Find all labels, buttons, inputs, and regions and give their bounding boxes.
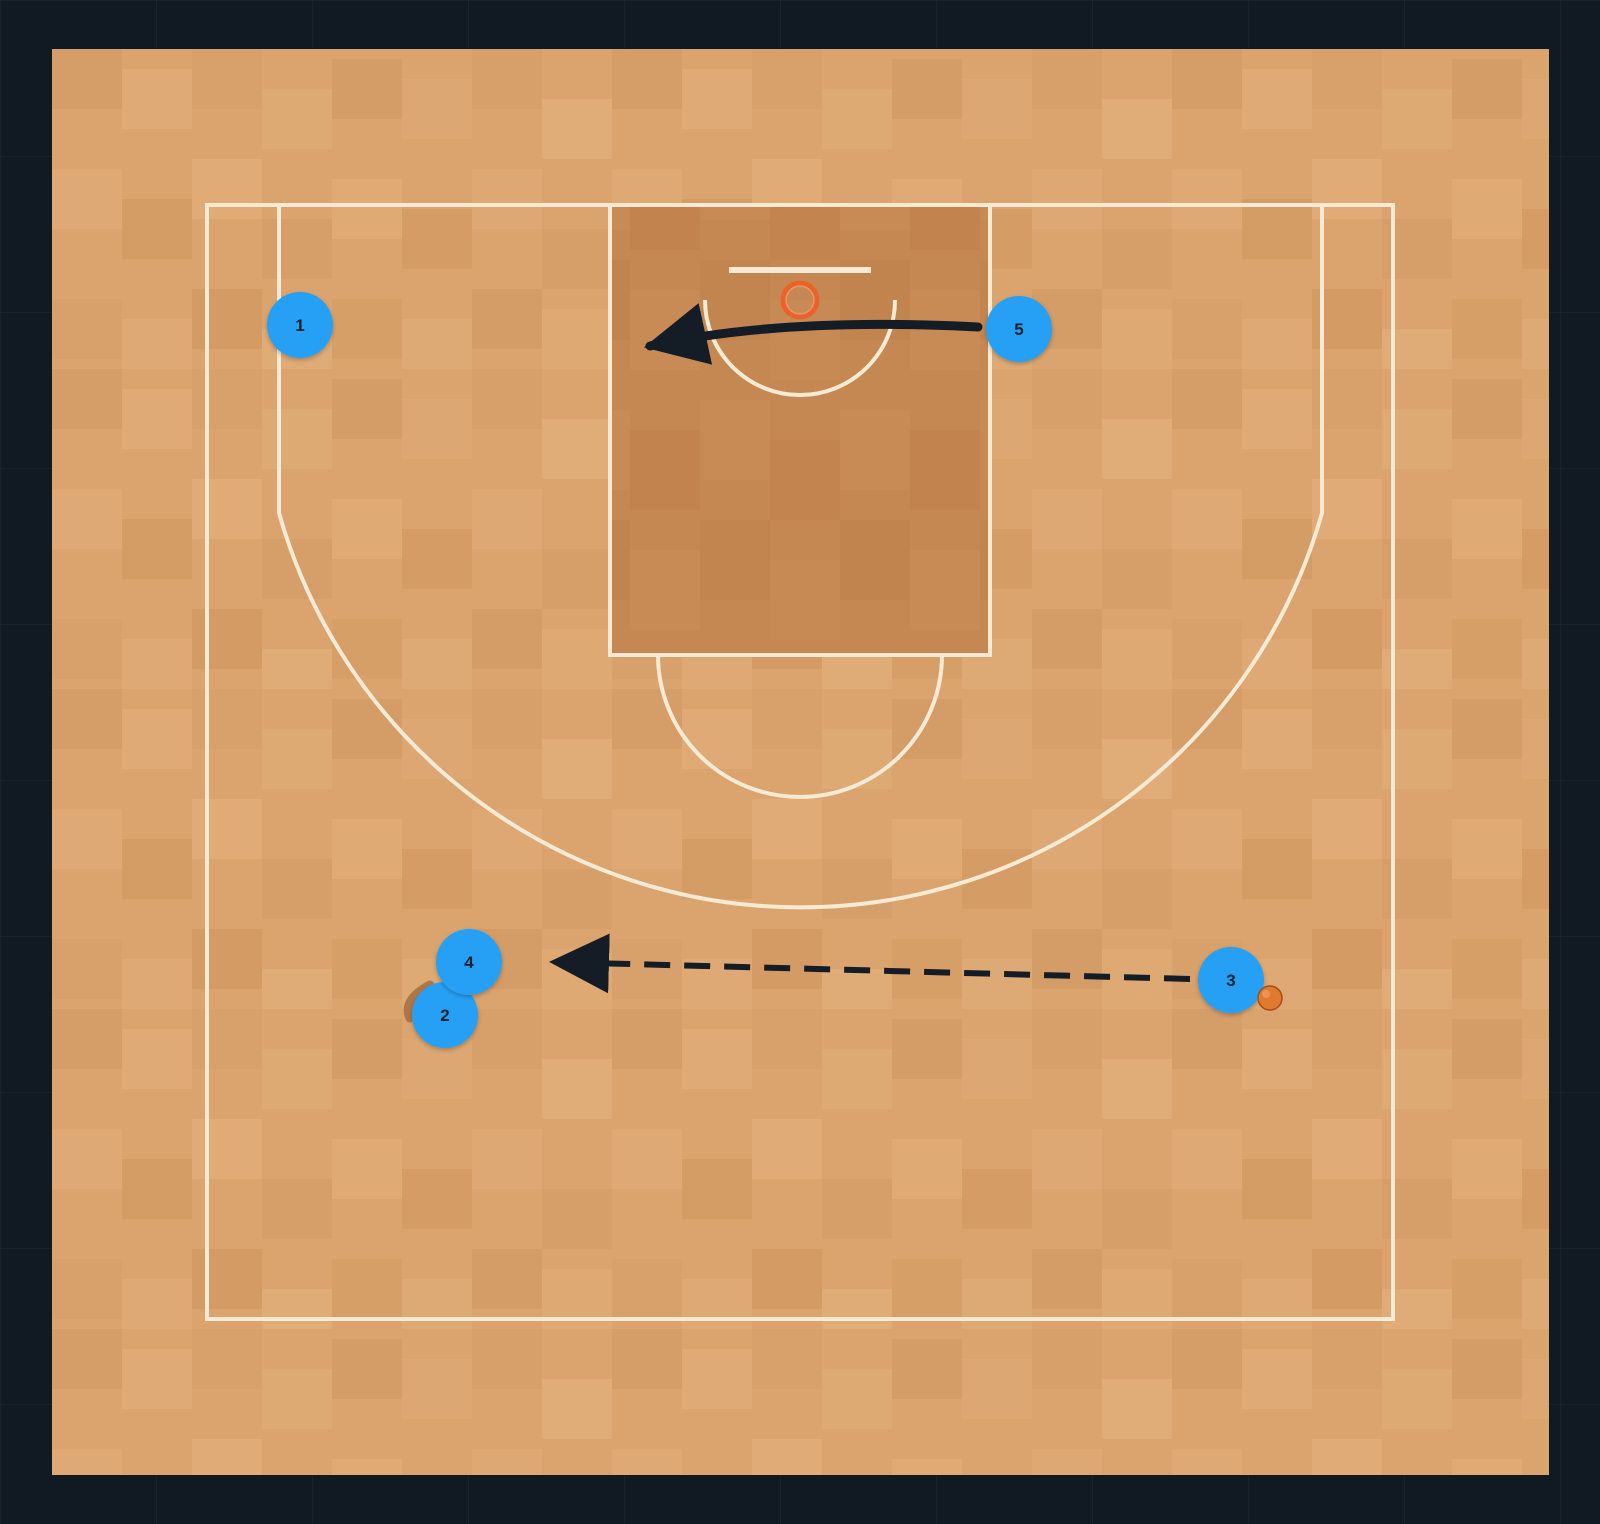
player-label: 4 <box>464 953 474 972</box>
restricted-area-arc <box>703 299 897 397</box>
screen-marker-icon <box>403 980 435 1023</box>
player-marker[interactable] <box>1198 947 1264 1013</box>
free-throw-circle <box>656 654 944 799</box>
paint-area <box>610 205 990 655</box>
player-3[interactable]: 3 <box>1198 947 1264 1013</box>
player-label: 3 <box>1226 971 1235 990</box>
rim-highlight <box>785 285 815 315</box>
three-point-line <box>277 205 1324 910</box>
court-lines <box>205 203 1395 1321</box>
player-1[interactable]: 1 <box>267 292 333 358</box>
pass-arrow-icon[interactable] <box>549 933 1191 994</box>
player-marker[interactable] <box>267 292 333 358</box>
player-label: 1 <box>295 316 304 335</box>
player-marker[interactable] <box>986 296 1052 362</box>
lane-lines <box>608 203 992 657</box>
player-marker[interactable] <box>436 929 502 995</box>
basketball-icon[interactable] <box>1257 985 1283 1011</box>
player-4[interactable]: 4 <box>436 929 502 995</box>
basketball-hoop-icon <box>780 280 820 320</box>
player-5[interactable]: 5 <box>986 296 1052 362</box>
player-2[interactable]: 2 <box>412 982 478 1048</box>
ball[interactable] <box>1257 985 1283 1011</box>
ball-highlight <box>1262 990 1270 998</box>
player-label: 2 <box>440 1006 449 1025</box>
cut-arrow-icon[interactable] <box>643 303 983 365</box>
player-marker[interactable] <box>412 982 478 1048</box>
player-label: 5 <box>1014 320 1023 339</box>
